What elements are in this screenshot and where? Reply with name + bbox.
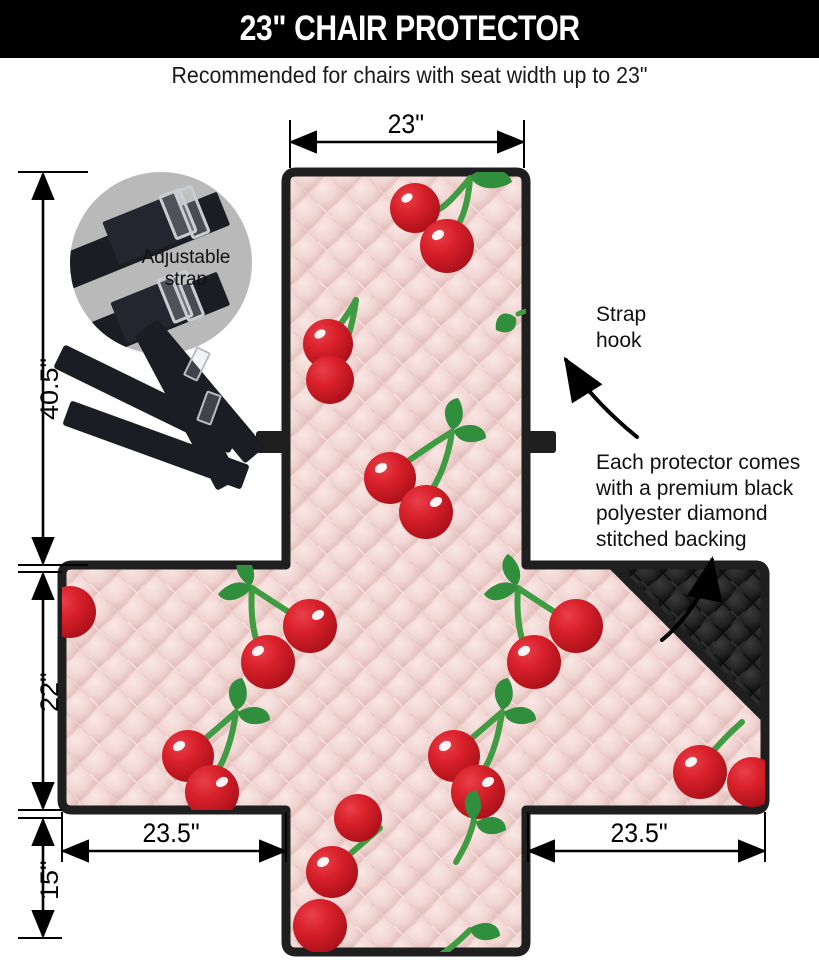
page-subtitle: Recommended for chairs with seat width u… (171, 62, 648, 88)
dimension-label-mid-height: 22" (36, 672, 64, 712)
strap-hook-right (524, 431, 556, 453)
cherry-icon (62, 586, 96, 638)
cherry-icon (293, 825, 383, 952)
dimension-bottom-right-width (526, 812, 767, 863)
dimension-left-height (18, 171, 88, 566)
cherry-icon (303, 297, 359, 404)
dimension-mid-height (18, 571, 62, 811)
dimension-label-bottom-height: 15" (36, 860, 64, 900)
cherry-icon (390, 172, 512, 273)
strap-hook-line2: hook (596, 328, 642, 352)
annotation-backing: Each protector comes with a premium blac… (596, 450, 800, 552)
cherry-icon (484, 554, 603, 689)
backing-line2: with a premium black (596, 476, 794, 500)
strap-bundle (53, 318, 270, 545)
callout-arrow-strap-hook (563, 356, 639, 439)
protector-body (57, 167, 770, 957)
callout-arrow-backing (660, 556, 723, 642)
backing-line3: polyester diamond (596, 502, 768, 526)
cherry-pattern (62, 172, 765, 952)
cherry-icon (364, 398, 486, 539)
dimension-top-width (288, 120, 526, 168)
backing-flap (607, 560, 770, 723)
dimension-bottom-left-width (60, 812, 288, 863)
inset-label-line2: strap (164, 268, 208, 290)
header-bar: 23" CHAIR PROTECTOR (0, 0, 819, 58)
inset-label-line1: Adjustable (141, 247, 231, 268)
annotation-strap-hook: Strap hook (596, 302, 646, 353)
cherry-icon (334, 794, 382, 842)
dimension-bottom-height (18, 817, 62, 939)
dimension-label-bottom-right-width: 23.5" (610, 818, 668, 848)
dimension-label-top-width: 23" (387, 109, 425, 139)
page-title: 23" CHAIR PROTECTOR (239, 9, 580, 48)
strap-hook-left (256, 431, 288, 453)
dimension-label-bottom-left-width: 23.5" (142, 818, 200, 848)
cherry-icon (439, 922, 500, 952)
strap-hook-line1: Strap (596, 303, 647, 326)
cherry-icon (673, 719, 765, 807)
cherry-icon (428, 678, 536, 819)
backing-line4: stitched backing (596, 527, 747, 551)
backing-line1: Each protector comes (596, 451, 801, 474)
cherry-icon (218, 554, 337, 689)
cherry-icon (453, 790, 506, 865)
cherry-icon (162, 678, 270, 819)
